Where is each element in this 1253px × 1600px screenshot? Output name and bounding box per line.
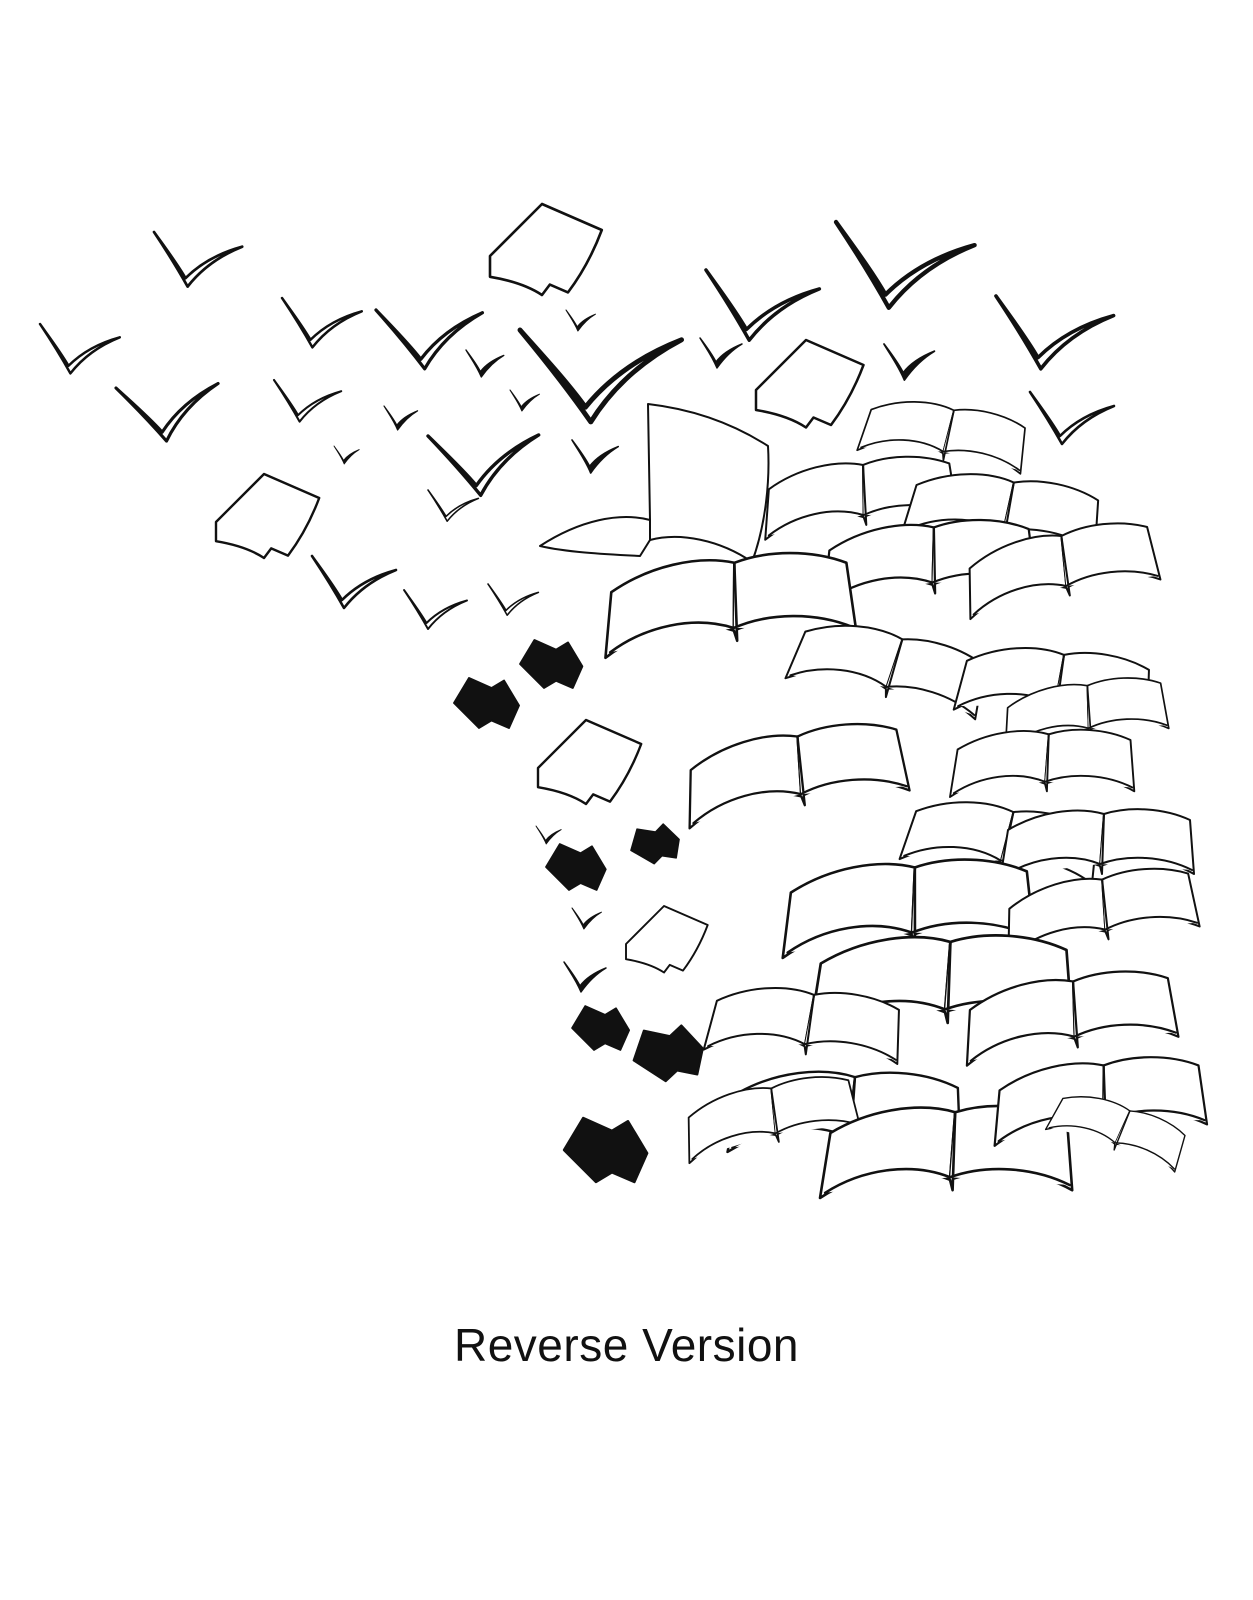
caption-text: Reverse Version [454,1319,799,1371]
large-flying-book [539,403,770,563]
